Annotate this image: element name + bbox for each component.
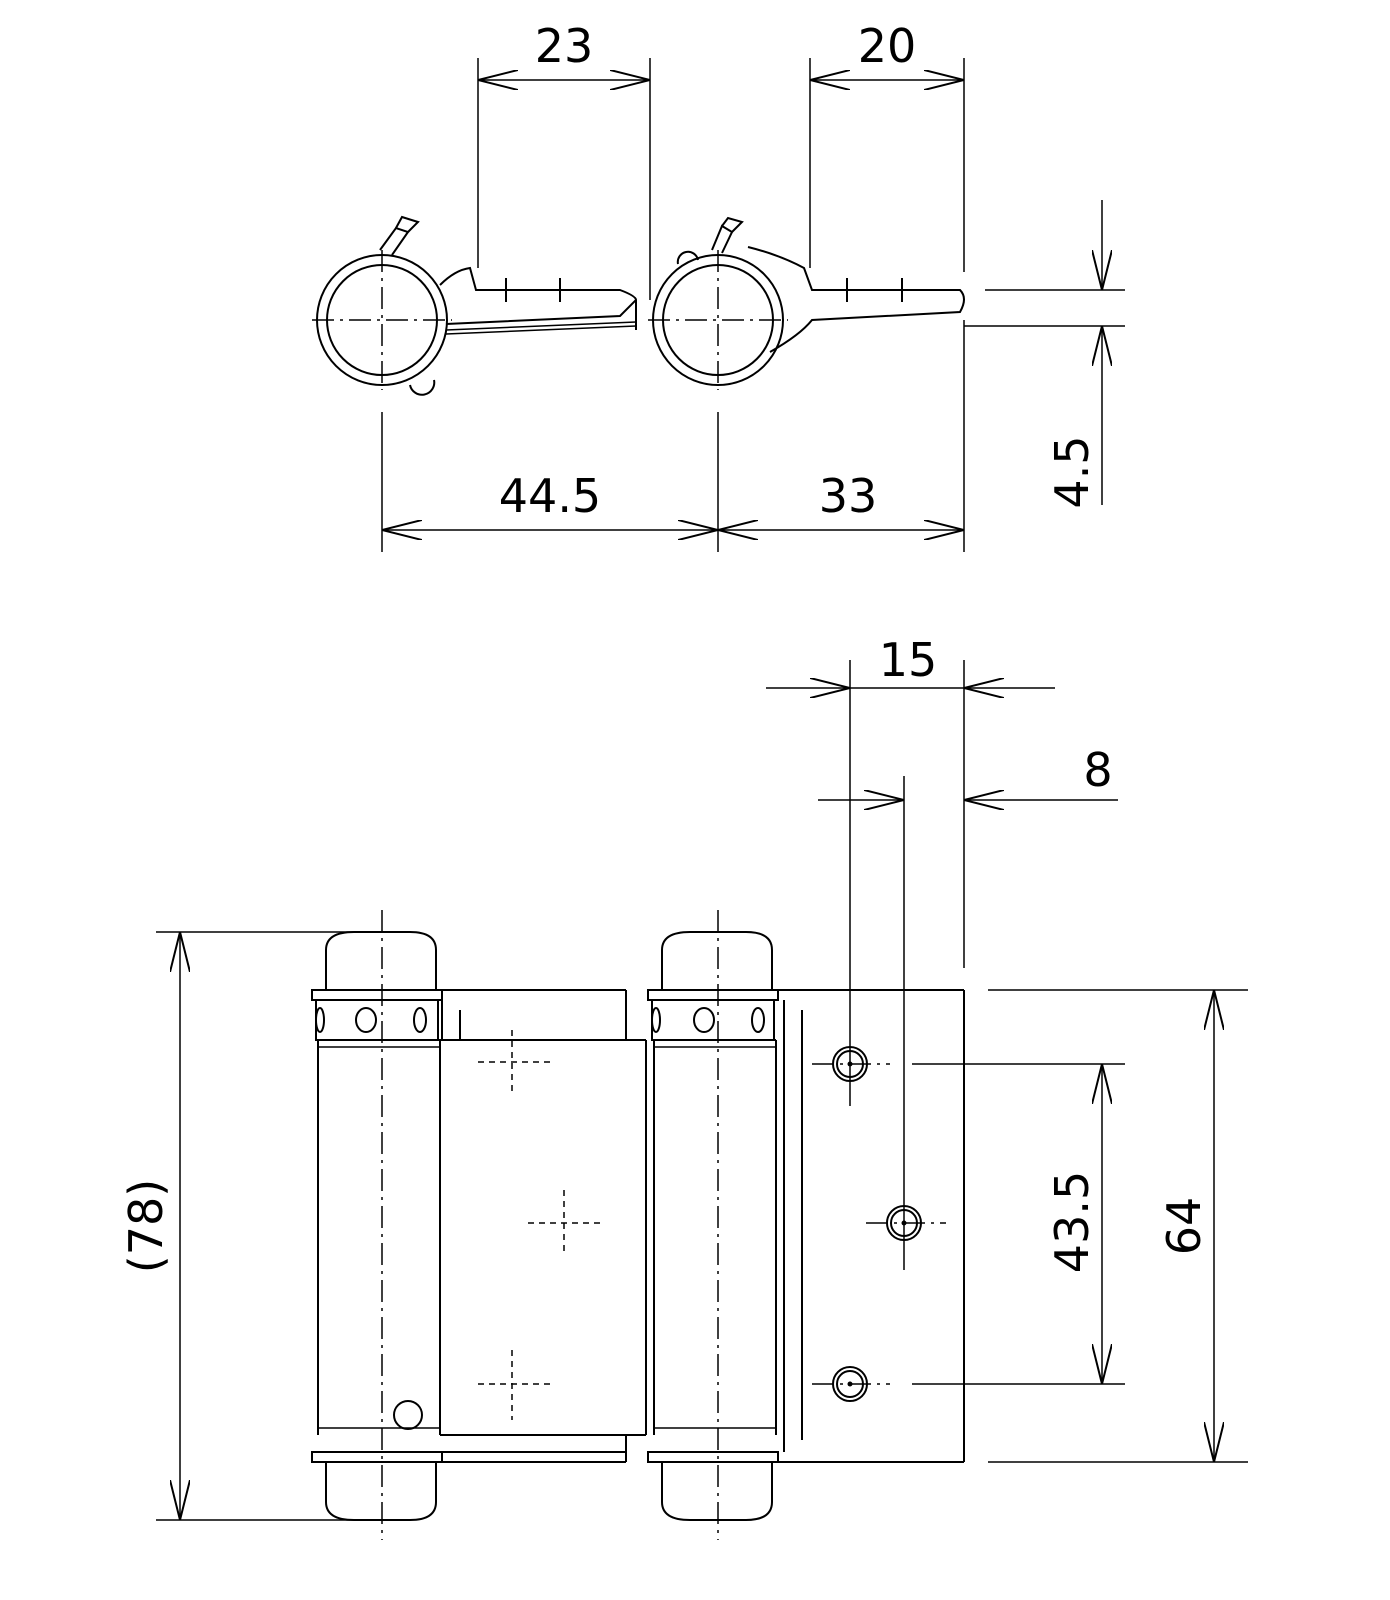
dimension-4-5: 4.5 [964, 200, 1125, 509]
dim-label-64: 64 [1157, 1197, 1211, 1256]
dim-label-15: 15 [879, 633, 938, 687]
left-barrel-front [311, 910, 443, 1540]
dimension-20: 20 [809, 19, 965, 272]
dimension-44-5: 44.5 [381, 320, 965, 552]
dim-label-20: 20 [858, 19, 917, 73]
right-barrel-front [647, 910, 779, 1540]
left-barrel-section [312, 215, 638, 396]
dimension-78: (78) [119, 931, 354, 1521]
dim-label-8: 8 [1083, 743, 1112, 797]
dimension-23: 23 [477, 19, 651, 300]
right-barrel-section [648, 216, 965, 390]
dimension-33: 33 [718, 469, 964, 530]
dim-label-4-5: 4.5 [1045, 435, 1099, 508]
dim-label-23: 23 [535, 19, 594, 73]
dim-label-33: 33 [819, 469, 878, 523]
dimension-64: 64 [988, 989, 1248, 1463]
dim-label-43-5: 43.5 [1045, 1171, 1099, 1273]
right-leaf [778, 989, 965, 1463]
dim-label-78: (78) [119, 1179, 173, 1273]
dim-label-44-5: 44.5 [499, 469, 601, 523]
front-view: 15 8 (78) 43.5 64 [119, 633, 1248, 1540]
top-view: 23 20 44.5 33 4.5 [312, 19, 1125, 552]
center-leaf [440, 989, 647, 1463]
dimension-15: 15 [766, 633, 1055, 1106]
dimension-8: 8 [818, 743, 1118, 1270]
dimension-43-5: 43.5 [912, 1063, 1125, 1385]
